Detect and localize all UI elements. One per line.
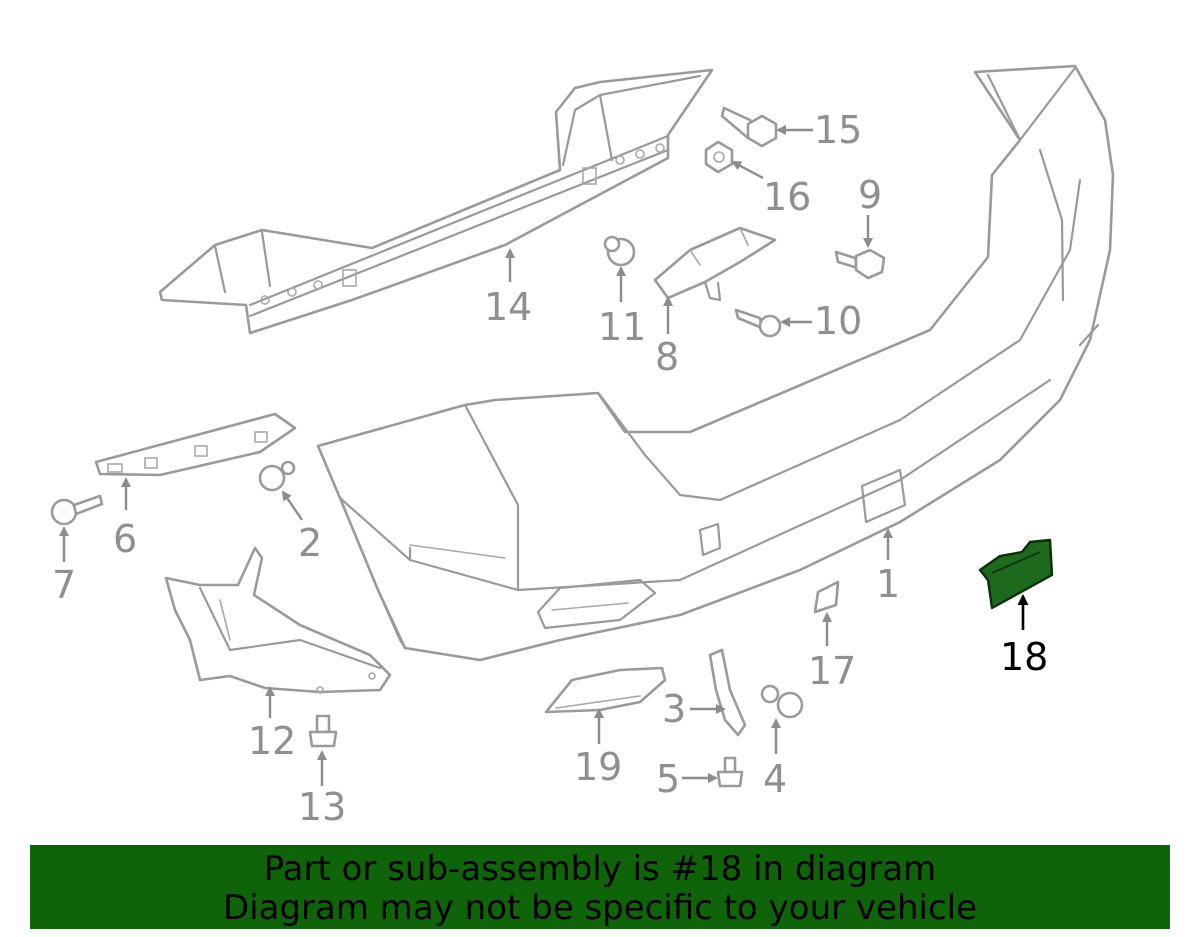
part-4-clip — [760, 684, 804, 719]
part-6-side-bracket — [94, 412, 297, 477]
callout-17: 17 — [808, 649, 856, 693]
part-17-cover — [813, 580, 840, 614]
part-8-bracket — [653, 226, 777, 302]
info-banner: Part or sub-assembly is #18 in diagram D… — [30, 845, 1170, 929]
callout-11: 11 — [598, 305, 646, 349]
callout-14: 14 — [484, 285, 532, 329]
part-15-bolt — [720, 106, 778, 148]
callout-13: 13 — [298, 785, 346, 829]
callout-16: 16 — [763, 175, 811, 219]
part-12-lower-bracket — [164, 546, 392, 694]
part-9-bolt — [834, 248, 886, 280]
callout-7: 7 — [52, 563, 76, 607]
callout-19: 19 — [574, 745, 622, 789]
callout-4: 4 — [763, 757, 787, 801]
callout-8: 8 — [655, 335, 679, 379]
part-18-highlighted — [978, 538, 1054, 610]
part-10-screw — [734, 308, 782, 338]
callout-5: 5 — [656, 757, 680, 801]
part-19-reflector — [544, 666, 667, 714]
part-7-screw — [50, 494, 104, 526]
part-3-bracket — [708, 648, 747, 737]
callout-9: 9 — [858, 173, 882, 217]
part-11-clip — [603, 235, 636, 267]
callout-6: 6 — [113, 517, 137, 561]
part-13-bolt — [308, 714, 338, 748]
callout-2: 2 — [298, 521, 322, 565]
callout-10: 10 — [814, 299, 862, 343]
leader-arrows — [59, 125, 1029, 786]
part-2-clip — [258, 460, 296, 492]
callout-18: 18 — [1000, 635, 1048, 679]
callout-1: 1 — [876, 562, 900, 606]
callout-12: 12 — [248, 719, 296, 763]
part-1-bumper-cover — [316, 64, 1115, 662]
banner-line-1: Part or sub-assembly is #18 in diagram — [263, 849, 937, 889]
part-14-reinforcement-beam — [158, 68, 714, 335]
callout-15: 15 — [814, 108, 862, 152]
part-16-nut — [704, 140, 734, 174]
banner-line-2: Diagram may not be specific to your vehi… — [222, 888, 978, 928]
part-5-bolt — [716, 756, 744, 788]
callout-3: 3 — [662, 687, 686, 731]
parts-diagram: 15 16 9 10 14 11 8 6 7 2 1 12 13 19 3 4 … — [50, 64, 1115, 829]
